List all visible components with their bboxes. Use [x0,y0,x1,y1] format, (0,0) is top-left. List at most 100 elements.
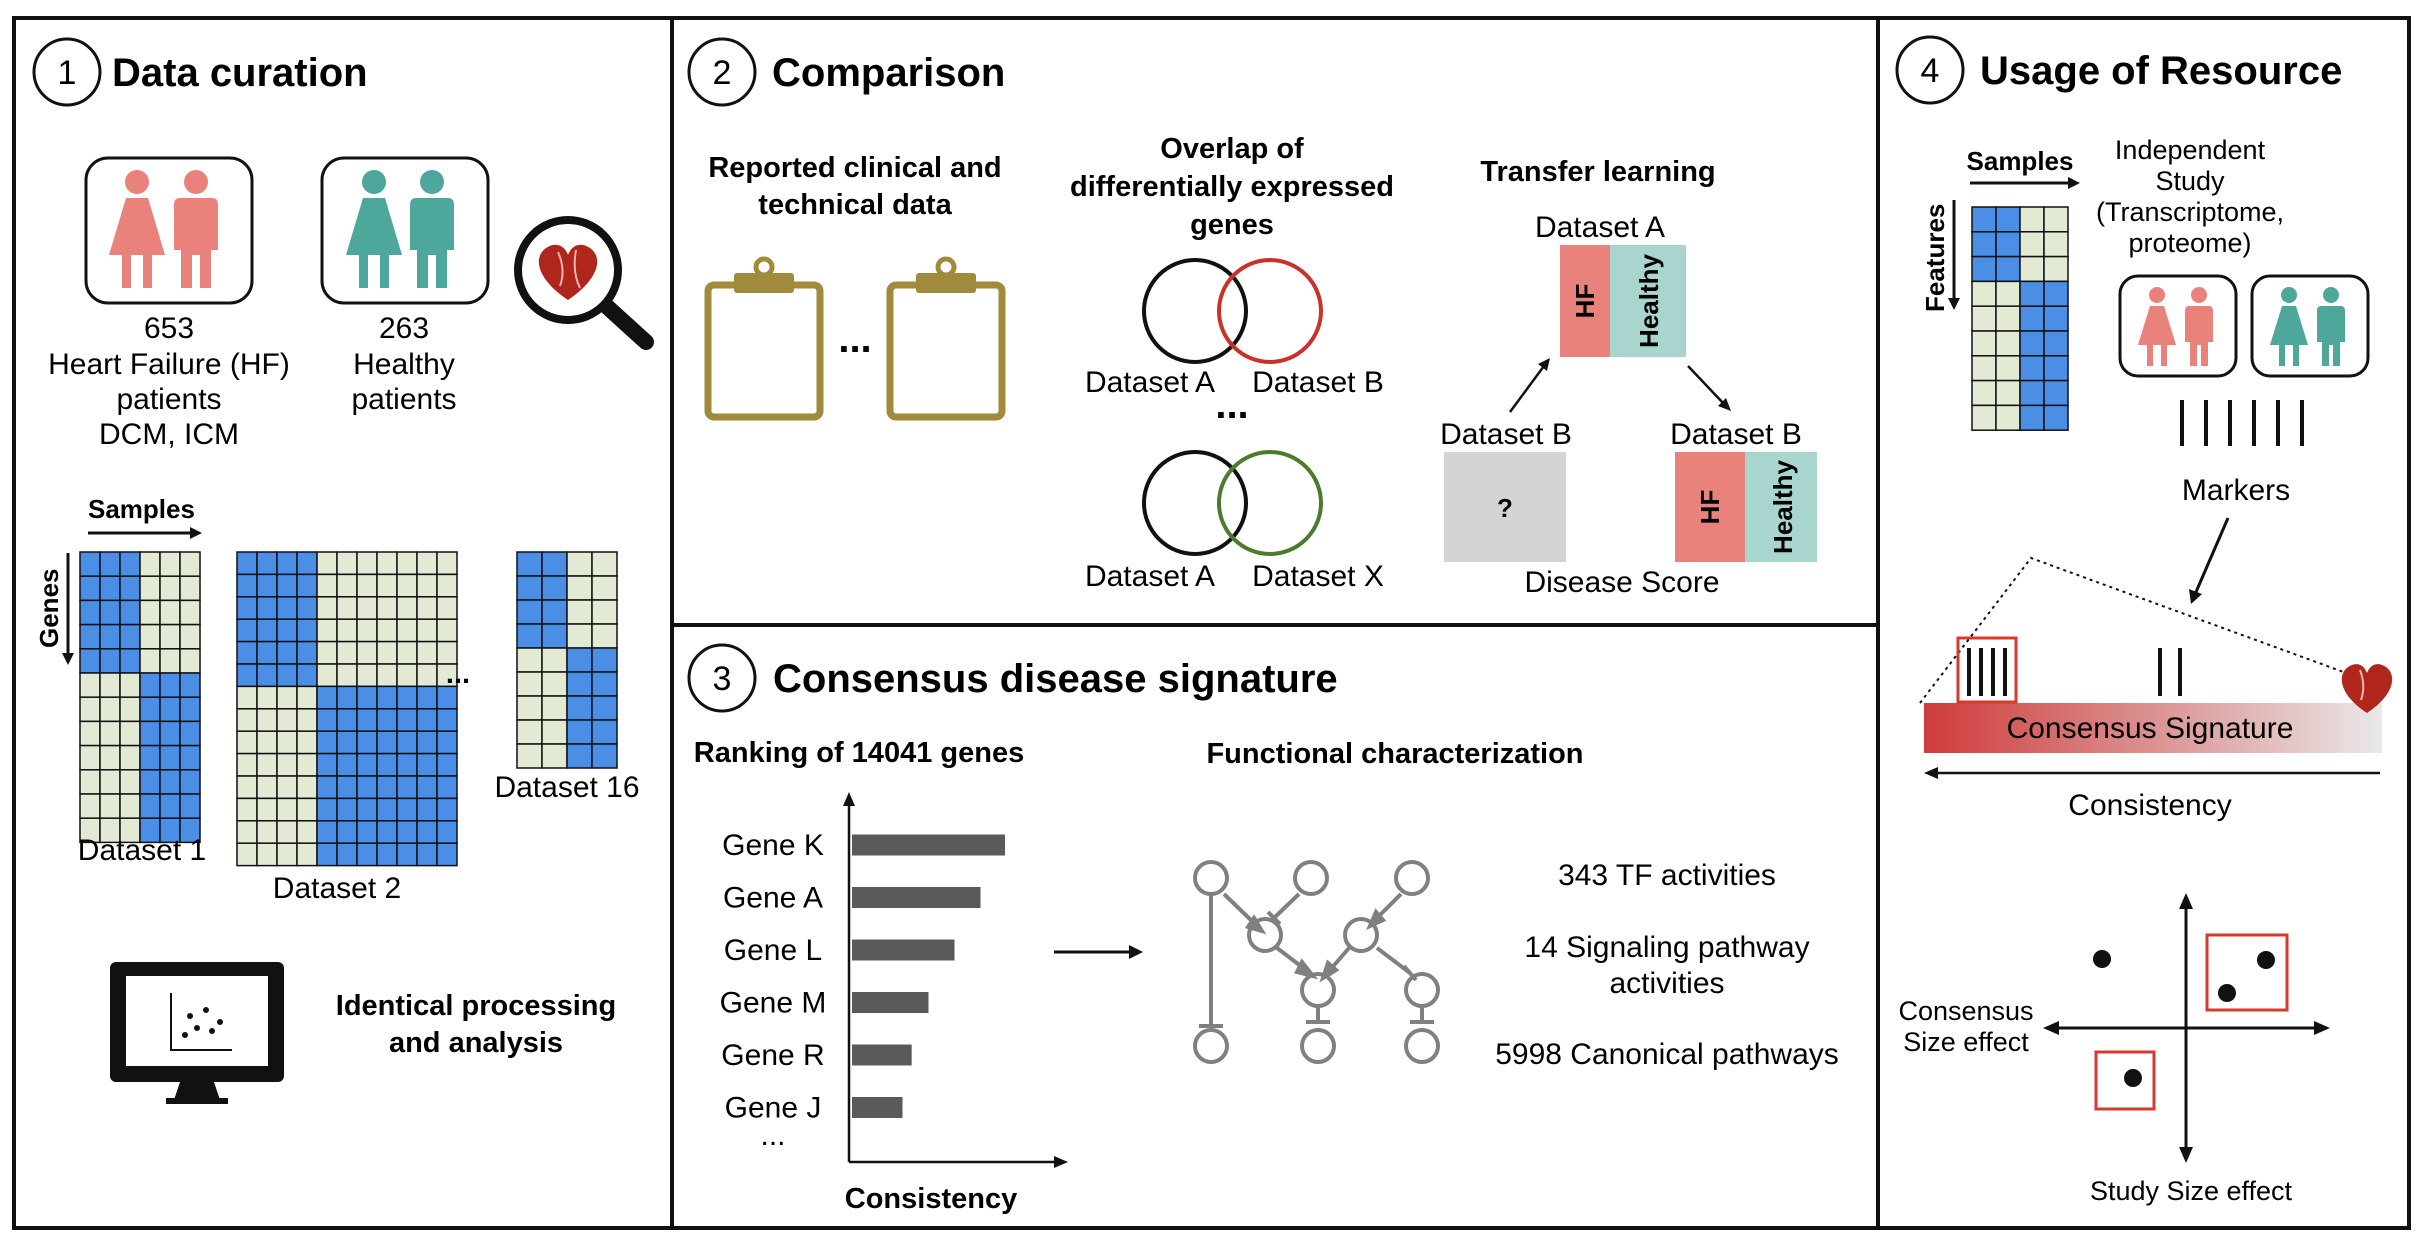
grid-cell [276,618,298,643]
dataset-16-grid [516,551,618,769]
grid-cell [159,744,181,771]
grid-cell [336,685,358,710]
grid-cell [236,640,258,665]
signature-markers [1967,648,2182,696]
grid-cell [541,575,568,601]
samples-label: Samples [88,494,195,524]
ranking-bar [852,834,1005,856]
panel-4-title: Usage of Resource [1980,49,2342,93]
grid-cell [79,672,101,698]
grid-cell [296,573,318,598]
quadrant-point [2124,1069,2142,1087]
grid-cell [1995,404,2021,431]
panel-borders [12,16,2411,1230]
grid-cell [119,599,141,626]
tl-question-mark: ? [1497,493,1513,523]
grid-cell [316,752,338,777]
grid-cell [316,820,338,844]
samples-arrow [88,527,202,539]
quadrant-point [2093,950,2111,968]
grid-cell [416,551,438,576]
grid-cell [1971,379,1997,407]
p4-healthy-patients-box [2250,274,2370,378]
venn-ellipsis: ... [1215,383,1248,427]
grid-cell [436,842,458,867]
grid-cell [356,618,378,643]
grid-cell [316,775,338,800]
grid-cell [159,551,181,577]
grid-cell [591,551,618,577]
grid-cell [316,618,338,643]
grid-cell [416,685,438,710]
tl-dataset-b-unknown-box [1444,452,1566,562]
grid-cell [436,752,458,777]
grid-cell [236,820,258,844]
grid-cell [416,573,438,598]
grid-cell [256,685,278,710]
grid-cell [336,842,358,867]
grid-cell [179,575,201,602]
grid-cell [276,752,298,777]
p4-healthy-female-icon [2270,287,2308,366]
ranking-gene-label: Gene L [724,934,822,967]
healthy-label-line2: patients [351,383,456,416]
grid-cell [591,647,618,673]
grid-cell [99,672,121,698]
grid-cell [79,696,101,723]
ranking-gene-label: Gene K [722,829,824,862]
grid-cell [139,599,161,626]
quadrant-box-top-right [2205,933,2289,1012]
ranking-gene-label: Gene R [721,1039,824,1072]
grid-cell [376,573,398,598]
grid-cell [566,695,593,721]
grid-cell [416,640,438,665]
grid-cell [356,708,378,732]
healthy-count: 263 [379,312,429,345]
grid-cell [336,573,358,598]
grid-cell [159,769,181,795]
grid-cell [159,672,181,698]
grid-cell [436,775,458,800]
grid-cell [2019,379,2045,407]
grid-cell [2019,280,2045,307]
grid-cell [396,752,418,777]
grid-cell [1971,330,1997,357]
grid-cell [296,752,318,777]
grid-cell [296,797,318,822]
p4-samples-label: Samples [1967,146,2074,176]
grid-cell [139,623,161,650]
grid-cell [236,596,258,620]
grid-cell [256,640,278,665]
grid-cell [336,663,358,688]
grid-cell [2043,355,2069,382]
hf-label-line1: Heart Failure (HF) [48,348,290,381]
tf-activities: 343 TF activities [1558,859,1776,892]
reported-line2: technical data [758,189,952,221]
grid-cell [256,663,278,688]
grid-cell [396,573,418,598]
grid-cell [1971,231,1997,258]
grid-cell [159,648,181,674]
grid-cell [396,685,418,710]
ranking-bar [852,992,929,1013]
grid-cell [396,820,418,844]
tl-dataset-b-right-label: Dataset B [1670,418,1802,451]
grid-cell [79,793,101,819]
tl-arrow-down [1687,365,1731,411]
grid-cell [79,648,101,674]
grid-cell [79,744,101,771]
grid-cell [119,769,141,795]
zoom-dotted-lines [1919,556,2361,704]
canonical-pathways: 5998 Canonical pathways [1495,1038,1839,1071]
grid-cell [376,842,398,867]
p4-hf-patients-box [2118,274,2238,378]
study-line2: Study [2155,166,2225,196]
grid-cell [376,730,398,755]
grid-cell [1995,355,2021,382]
grid-cell [1971,255,1997,283]
grid-cell [436,551,458,576]
grid-cell [256,596,278,620]
reported-line1: Reported clinical and [708,152,1001,184]
arrow-to-network [1054,945,1143,959]
